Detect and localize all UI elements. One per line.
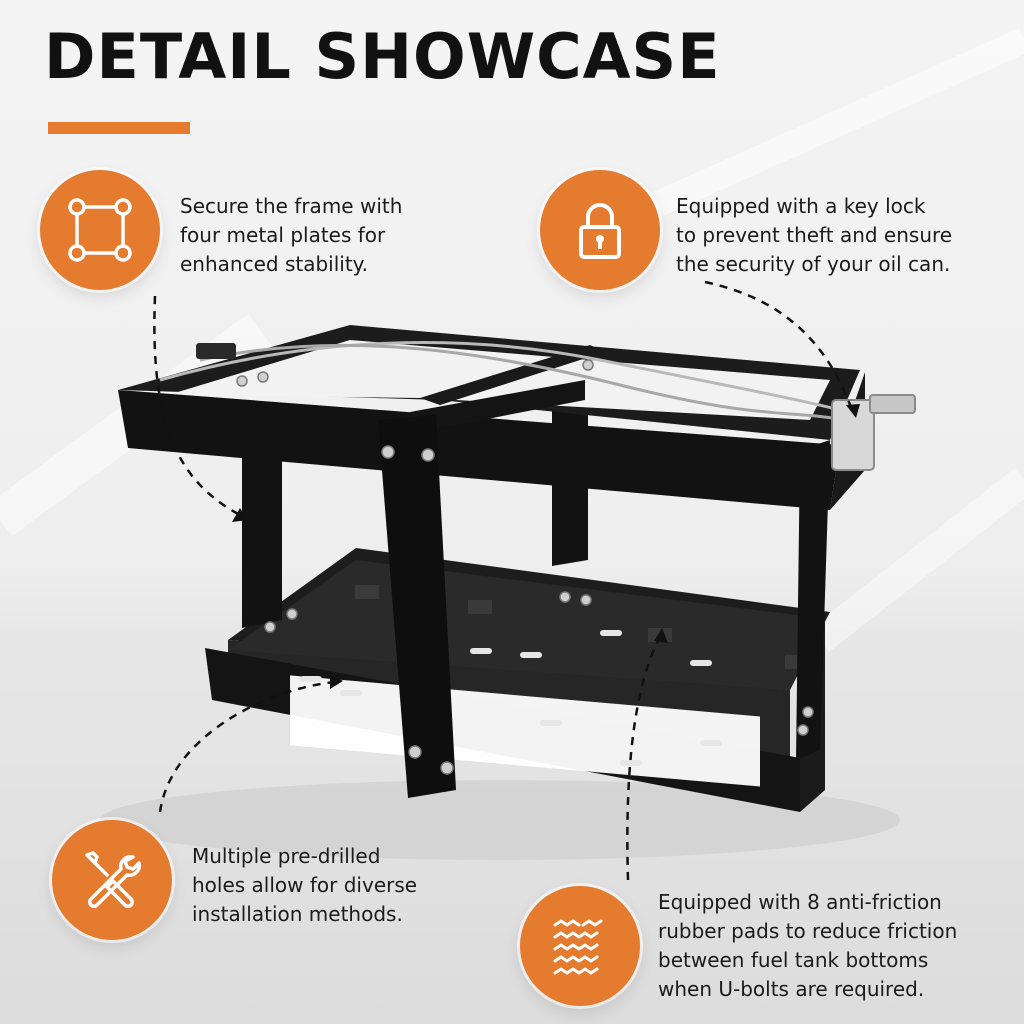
rubber-pad-texture-icon: [553, 919, 603, 975]
page-title: DETAIL SHOWCASE: [44, 20, 721, 93]
screwdriver-wrench-icon: [85, 851, 141, 908]
feature-badge-pads: [520, 886, 640, 1006]
padlock-icon: [579, 203, 621, 259]
feature-badge-holes: [52, 820, 172, 940]
title-accent-bar: [48, 122, 190, 134]
feature-badge-plates: [40, 170, 160, 290]
frame-corners-icon: [68, 198, 132, 262]
feature-badge-lock: [540, 170, 660, 290]
